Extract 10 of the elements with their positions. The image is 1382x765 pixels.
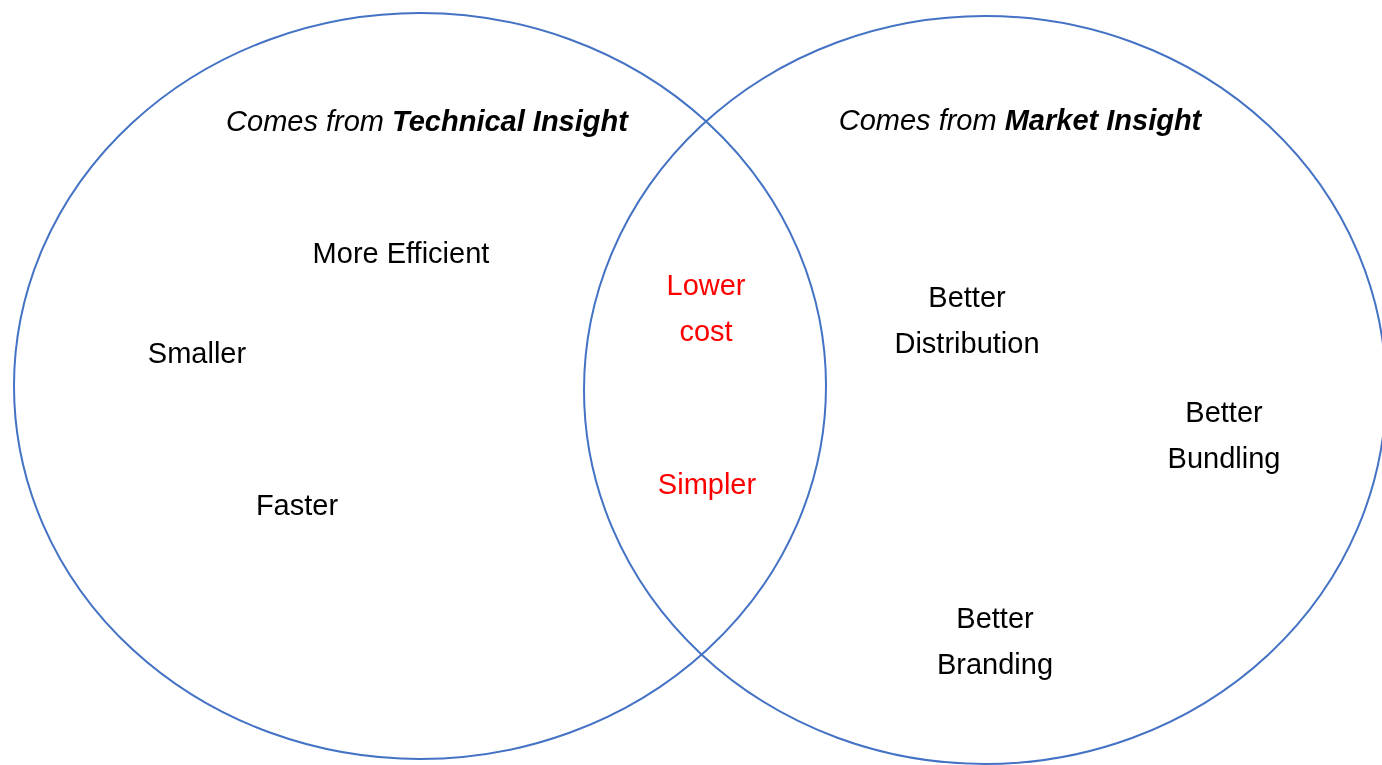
- set-heading: Comes from Market Insight: [838, 103, 1202, 138]
- item-text: Better Branding: [935, 601, 1055, 682]
- overlap-text: Lower cost: [665, 268, 747, 349]
- item-text: Smaller: [147, 336, 247, 371]
- item-text: More Efficient: [312, 236, 490, 271]
- set-heading: Comes from Technical Insight: [226, 104, 628, 139]
- item-text: Better Distribution: [893, 280, 1041, 361]
- item-text: Faster: [255, 488, 339, 523]
- item-text: Better Bundling: [1166, 395, 1282, 476]
- overlap-text: Simpler: [657, 467, 757, 502]
